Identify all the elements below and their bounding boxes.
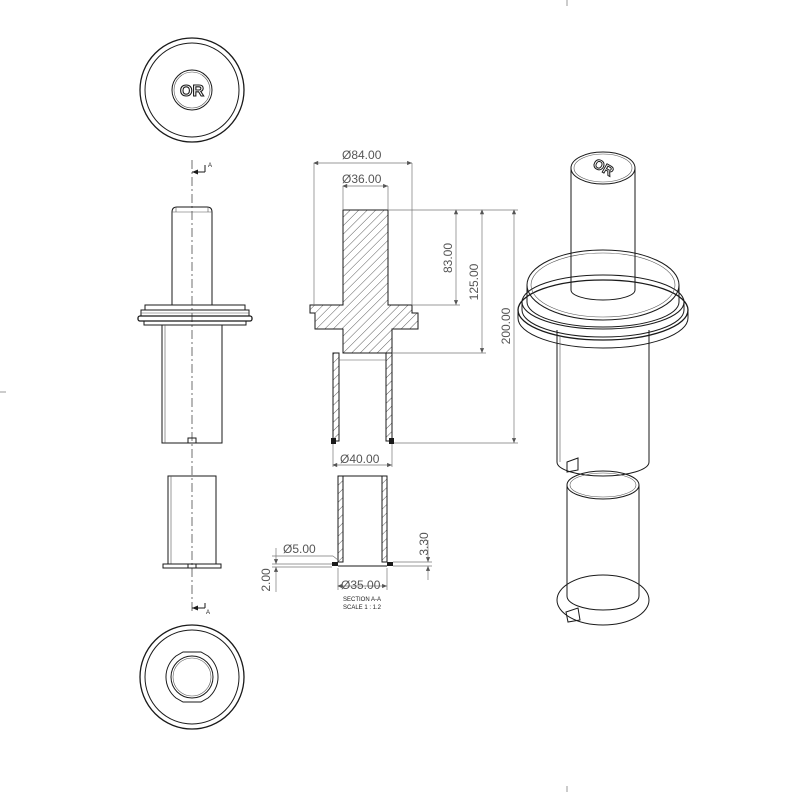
svg-text:SECTION A-A: SECTION A-A	[343, 597, 381, 603]
lower-body	[161, 324, 223, 444]
svg-text:125.00: 125.00	[467, 263, 481, 300]
svg-text:Ø84.00: Ø84.00	[342, 148, 382, 162]
border-ticks	[0, 0, 568, 792]
dim-dia-35: Ø35.00	[337, 568, 388, 592]
dim-height-83: 83.00	[388, 209, 460, 306]
upper-handle	[171, 206, 213, 306]
section-marker-top: A	[192, 163, 212, 175]
svg-text:200.00: 200.00	[499, 307, 513, 344]
svg-text:3.30: 3.30	[417, 532, 431, 556]
iso-logo-icon: OR	[590, 154, 617, 179]
bottom-view	[139, 624, 245, 730]
svg-text:Ø40.00: Ø40.00	[340, 452, 380, 466]
section-label: SECTION A-A SCALE 1 : 1.2	[343, 597, 382, 611]
svg-text:Ø36.00: Ø36.00	[342, 172, 382, 186]
isometric-view: OR	[517, 151, 689, 626]
iso-sleeve	[556, 470, 650, 626]
logo-icon: OR	[179, 82, 205, 100]
sleeve-part	[162, 475, 222, 569]
svg-text:OR: OR	[180, 83, 204, 100]
svg-text:SCALE 1 : 1.2: SCALE 1 : 1.2	[343, 605, 382, 611]
dim-height-200: 200.00	[394, 209, 518, 444]
section-view: Ø84.00 Ø36.00 83.00 125.00 200.00	[259, 148, 518, 611]
dim-height-3-30: 3.30	[393, 532, 432, 580]
svg-text:Ø35.00: Ø35.00	[341, 578, 381, 592]
iso-flange	[517, 249, 689, 349]
svg-text:A: A	[206, 610, 210, 616]
section-marker-bottom: A	[192, 603, 210, 616]
svg-text:83.00: 83.00	[441, 243, 455, 273]
dim-height-125: 125.00	[392, 209, 486, 354]
section-tube	[331, 352, 394, 444]
dim-dia-84: Ø84.00	[313, 148, 413, 305]
top-view: OR	[139, 37, 245, 143]
dim-dia-5: Ø5.00	[272, 542, 339, 561]
svg-text:Ø5.00: Ø5.00	[283, 542, 316, 556]
dim-dia-36: Ø36.00	[342, 172, 389, 210]
side-view: A A	[137, 160, 253, 616]
dim-height-2: 2.00	[259, 548, 332, 592]
svg-text:2.00: 2.00	[259, 568, 273, 592]
iso-body	[556, 330, 650, 477]
dim-dia-40: Ø40.00	[332, 444, 393, 468]
flange	[137, 304, 253, 326]
iso-handle: OR	[570, 151, 636, 301]
svg-text:A: A	[208, 163, 212, 169]
section-sleeve	[332, 475, 393, 567]
svg-text:OR: OR	[590, 155, 616, 179]
